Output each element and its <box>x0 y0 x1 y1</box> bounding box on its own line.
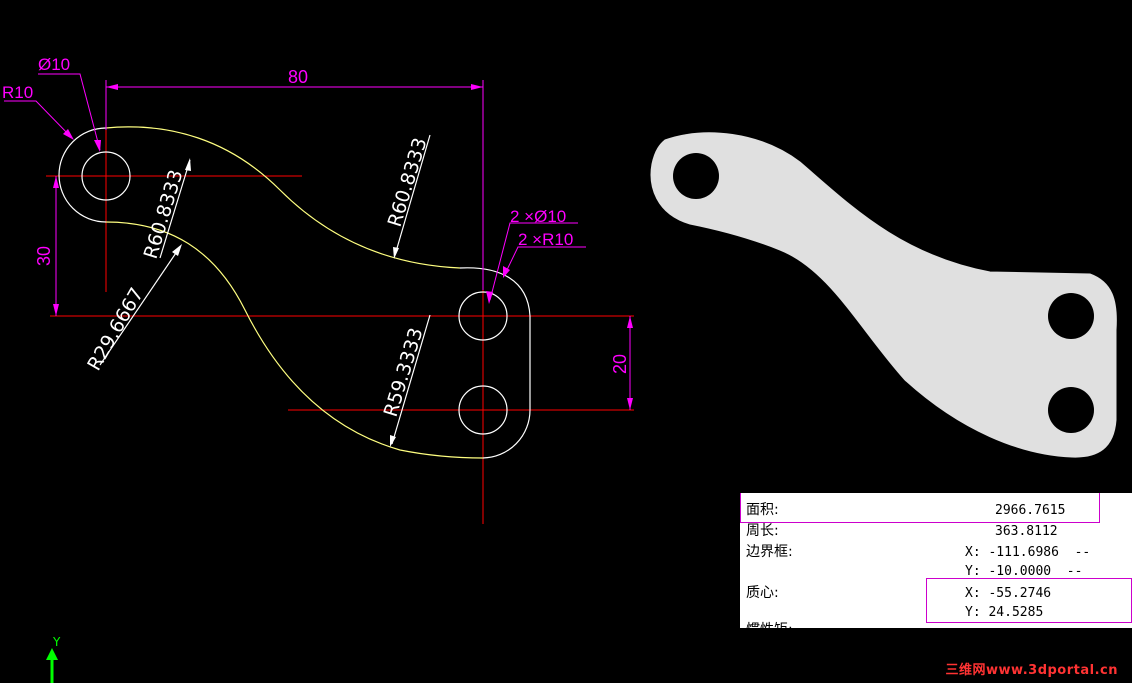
area-label: 面积: <box>746 502 779 518</box>
dim-two-radius-10[interactable]: 2 ×R10 <box>518 230 573 249</box>
perimeter-label: 周长: <box>746 523 779 539</box>
perimeter-value: 363.8112 <box>995 524 1058 539</box>
watermark-text: 三维网www.3dportal.cn <box>945 663 1118 678</box>
dim-radius-29[interactable]: R29.6667 <box>83 284 148 374</box>
area-highlight-box <box>740 493 1100 523</box>
ucs-axis-label: Y <box>52 635 61 649</box>
inertia-row: 惯性矩: <box>740 619 1132 628</box>
dim-height-20[interactable]: 20 <box>610 354 630 374</box>
bbox-y-value: Y: -10.0000 -- <box>965 564 1083 579</box>
dim-two-diameter-10[interactable]: 2 ×Ø10 <box>510 207 566 226</box>
dim-diameter-10[interactable]: Ø10 <box>38 55 70 74</box>
centroid-row: 质心: X: -55.2746 <box>740 582 1132 602</box>
perimeter-row: 周长: 363.8112 <box>740 520 1132 540</box>
radius-leaders <box>99 134 431 447</box>
centroid-x-value: X: -55.2746 <box>965 586 1052 601</box>
dim-width-80[interactable]: 80 <box>288 67 308 87</box>
centroid-y-value: Y: 24.5285 <box>965 605 1044 620</box>
dim-radius-60-right[interactable]: R60.8333 <box>384 135 432 229</box>
dim-height-30[interactable]: 30 <box>34 246 54 266</box>
centroid-y-row: Y: 24.5285 <box>740 603 1132 623</box>
area-row: 面积: 2966.7615 <box>740 499 1132 519</box>
inertia-label: 惯性矩: <box>746 619 793 628</box>
dim-radius-59[interactable]: R59.3333 <box>380 325 428 419</box>
ucs-icon: Y <box>46 635 61 683</box>
region-properties-list: 面积: 2966.7615 周长: 363.8112 边界框: X: -111.… <box>740 493 1132 628</box>
centroid-label: 质心: <box>746 585 779 601</box>
bbox-row: 边界框: X: -111.6986 -- <box>740 541 1132 561</box>
centerlines <box>46 122 634 524</box>
area-value: 2966.7615 <box>995 503 1066 518</box>
part-outline[interactable] <box>58 126 531 459</box>
centroid-highlight-box <box>926 578 1132 623</box>
bbox-x-value: X: -111.6986 -- <box>965 545 1091 560</box>
bbox-label: 边界框: <box>746 544 793 560</box>
dimension-lines <box>4 73 633 410</box>
filled-region[interactable] <box>650 132 1117 458</box>
bbox-y-row: Y: -10.0000 -- <box>740 562 1132 582</box>
dim-radius-10[interactable]: R10 <box>2 83 33 102</box>
